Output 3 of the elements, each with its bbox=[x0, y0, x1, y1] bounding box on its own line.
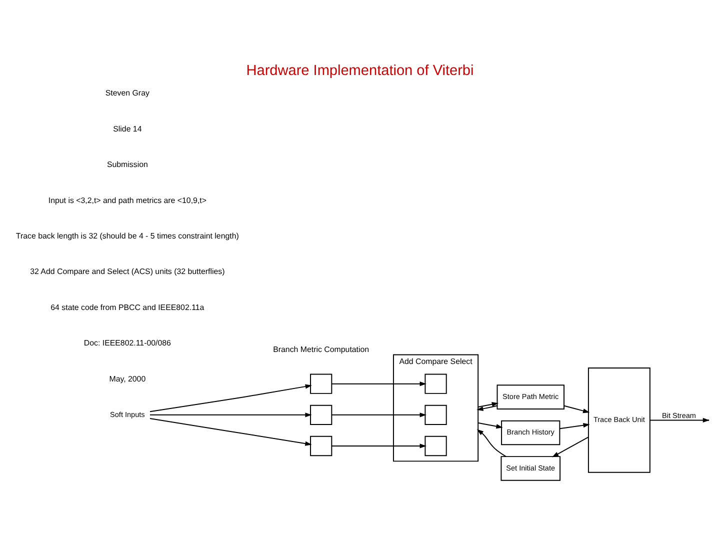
diagram-title: Hardware Implementation of Viterbi bbox=[246, 62, 474, 78]
node-text: Soft Inputs bbox=[110, 409, 145, 418]
edge-label: Bit Stream bbox=[662, 410, 696, 420]
